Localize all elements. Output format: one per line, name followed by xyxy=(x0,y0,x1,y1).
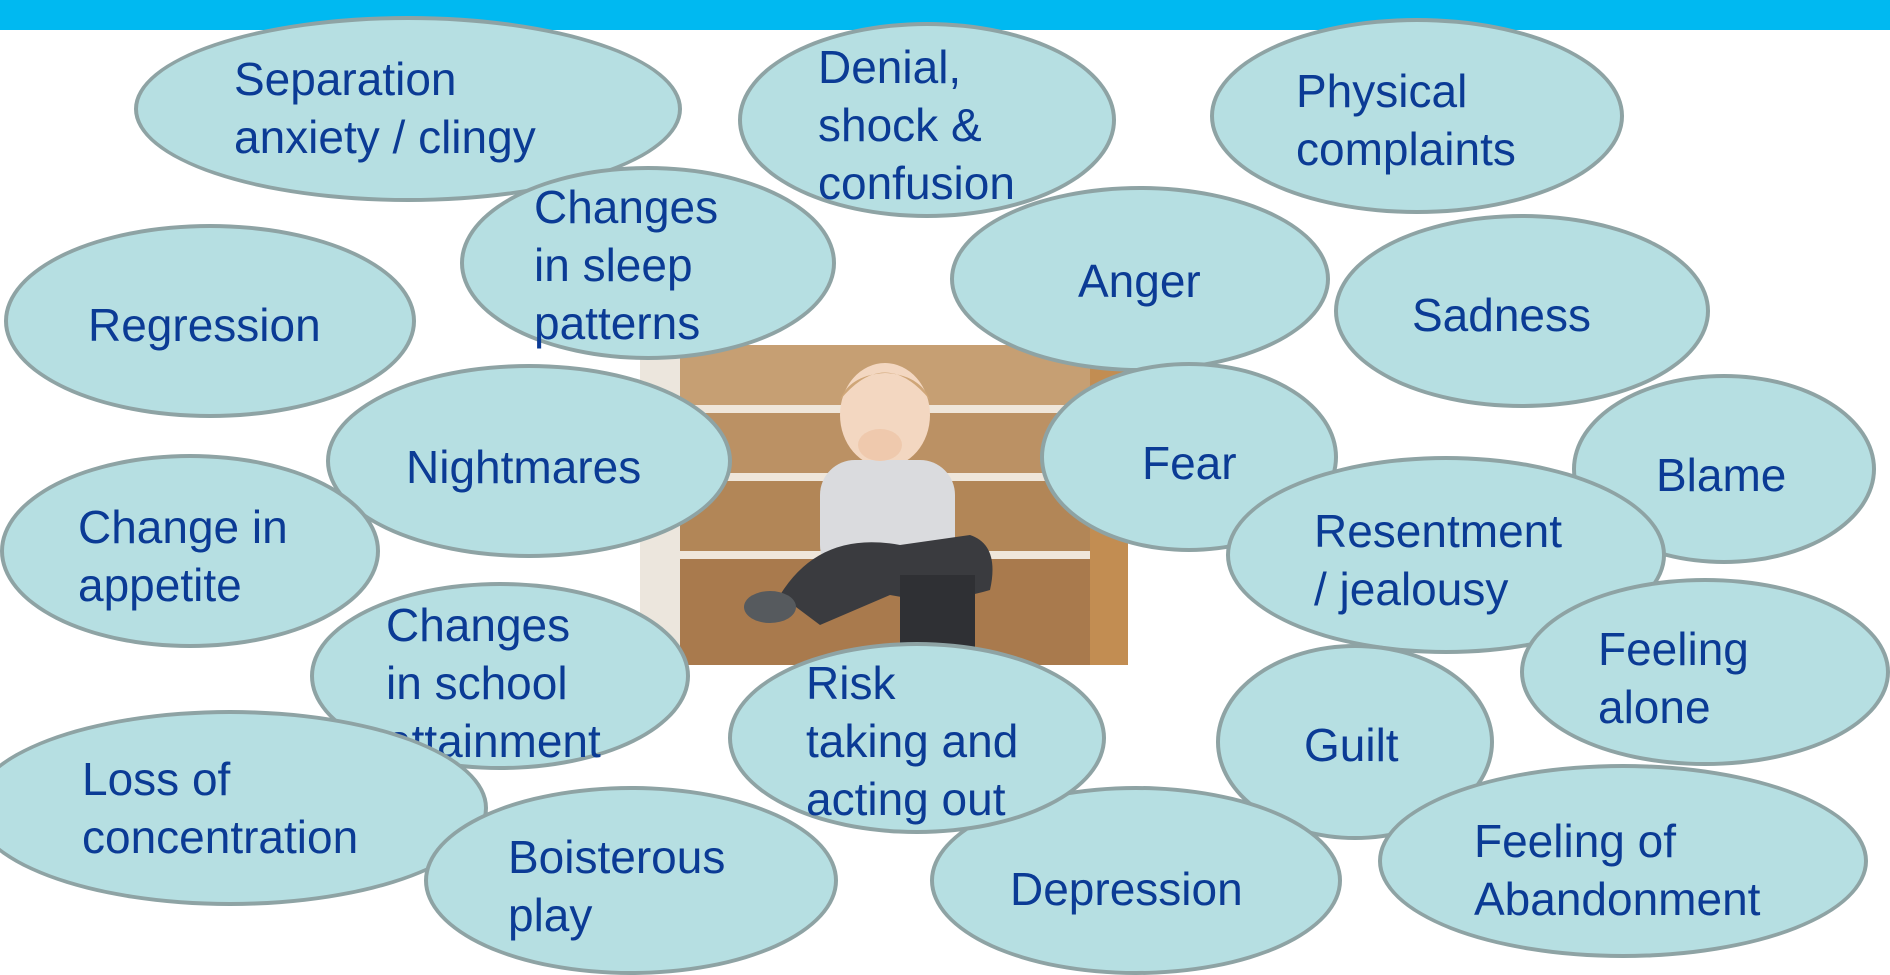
bubble-label: Fear xyxy=(1142,437,1237,489)
bubble-feeling-alone: Feeling alone xyxy=(1520,578,1890,766)
bubble-loss-of-concentration: Loss of concentration xyxy=(0,710,488,906)
bubble-change-in-appetite: Change in appetite xyxy=(0,454,380,648)
bubble-label: Denial, shock & confusion xyxy=(818,41,1015,209)
bubble-label: Nightmares xyxy=(406,441,642,493)
bubble-label: Resentment / jealousy xyxy=(1314,505,1563,615)
bubble-label: Depression xyxy=(1010,863,1243,915)
bubble-label: Physical complaints xyxy=(1296,65,1516,175)
bubble-label: Blame xyxy=(1656,449,1787,501)
bubble-label: Anger xyxy=(1078,255,1201,307)
bubble-nightmares: Nightmares xyxy=(326,364,732,558)
bubble-label: Feeling of Abandonment xyxy=(1474,815,1761,925)
bubble-risk-taking: Risk taking and acting out xyxy=(728,642,1106,834)
bubble-sadness: Sadness xyxy=(1334,214,1710,408)
bubble-label: Feeling alone xyxy=(1598,623,1749,733)
bubble-separation-anxiety: Separation anxiety / clingy xyxy=(134,16,682,202)
bubble-label: Changes in sleep patterns xyxy=(534,181,719,349)
bubble-changes-in-sleep: Changes in sleep patterns xyxy=(460,166,836,360)
bubble-label: Sadness xyxy=(1412,289,1592,341)
child-on-stairs-photo xyxy=(640,345,1128,665)
bubble-label: Boisterous play xyxy=(508,831,726,941)
bubble-label: Guilt xyxy=(1304,719,1399,771)
bubble-denial: Denial, shock & confusion xyxy=(738,22,1116,218)
bubble-label: Regression xyxy=(88,299,321,351)
bubble-physical-complaints: Physical complaints xyxy=(1210,18,1624,214)
child-sitting-on-stairs-photo xyxy=(640,345,1128,665)
bubble-boisterous-play: Boisterous play xyxy=(424,786,838,975)
bubble-anger: Anger xyxy=(950,186,1330,372)
bubble-label: Risk taking and acting out xyxy=(806,657,1019,825)
bubble-label: Separation anxiety / clingy xyxy=(234,53,536,163)
bubble-label: Loss of concentration xyxy=(82,753,359,863)
bubble-label: Change in appetite xyxy=(78,501,288,611)
bubble-feeling-of-abandonment: Feeling of Abandonment xyxy=(1378,764,1868,958)
bubble-regression: Regression xyxy=(4,224,416,418)
bubble-label: Changes in school attainment xyxy=(386,599,601,767)
